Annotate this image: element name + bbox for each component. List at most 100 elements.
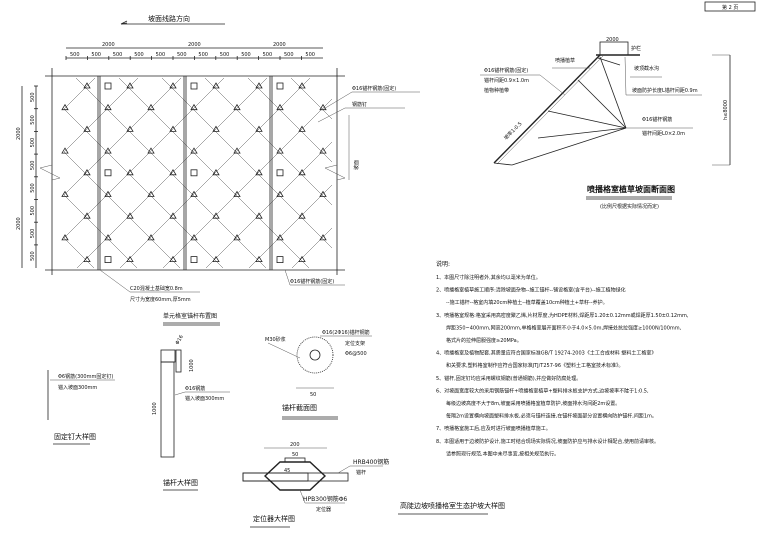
grid-line: [63, 237, 95, 269]
spacer-label-1: HRB400钢筋: [353, 458, 389, 466]
notes: 说明: 1、本图尺寸除注明者外,其余均以毫米为单位。2、喷播格室植草施工顺序:清…: [436, 260, 689, 457]
dim-label: 2000: [16, 217, 22, 230]
notes-heading: 说明:: [436, 260, 450, 268]
anchor-marker-icon: [319, 234, 327, 241]
anchor-plate-icon: [190, 256, 198, 264]
anchor-marker-icon: [255, 82, 263, 89]
anchor-plate-icon: [190, 82, 198, 90]
height-label: h≤8000: [723, 100, 729, 120]
dim-label: 500: [198, 52, 208, 58]
anchor-lines: [511, 56, 627, 166]
direction-label: 坡面线路方向: [148, 14, 190, 23]
callout-8: 锚杆间距L0×2.0m: [642, 130, 685, 137]
dim-label: 500: [305, 52, 315, 58]
anchor-length: 1000: [152, 402, 158, 415]
anchor-marker-icon: [319, 147, 327, 154]
anchor-marker-icon: [233, 147, 241, 154]
callout-foundation: C20混凝土基础宽0.8m: [130, 285, 183, 292]
anchor-marker-icon: [298, 82, 306, 89]
anchor-marker-icon: [298, 125, 306, 132]
anchor-marker-icon: [104, 234, 112, 241]
anchor-label-top: Φ16: [175, 334, 185, 346]
direction-arrow-icon: [120, 20, 128, 25]
fixing-pin-label-1: Φ6钢筋(300mm固定钉): [58, 373, 113, 380]
anchor-label-2: 锚入坡面300mm: [185, 395, 224, 402]
anchor-plate-icon: [104, 256, 112, 264]
callout-5: 坡顶截水沟: [634, 65, 659, 72]
anchor-marker-icon: [212, 125, 220, 132]
anchor-plate-icon: [276, 169, 284, 177]
fixing-pin-detail: Φ6钢筋(300mm固定钉) 锚入坡面300mm 固定钉大样图: [47, 370, 115, 445]
anchor-marker-icon: [126, 255, 134, 263]
anchor-inset-dim: 1000: [189, 359, 195, 372]
anchor-marker-icon: [104, 190, 112, 197]
anchor-plate-icon: [276, 256, 284, 264]
grid-line: [291, 227, 333, 269]
callout-size: 尺寸为宽度60mm,厚5mm: [130, 296, 191, 303]
grid-line: [248, 184, 333, 269]
callout-3: 植物种植带: [484, 87, 509, 94]
callout-7: Φ16锚杆钢筋: [642, 116, 672, 123]
anchor-marker-icon: [61, 147, 69, 154]
spacer-label-4: 定位器: [316, 506, 331, 513]
callouts: Φ16锚杆钢筋(固定) 钢筋钉 坡面 C20混凝土基础宽0.8m 尺寸为宽度60…: [99, 85, 420, 303]
dim-label: 500: [30, 161, 36, 171]
anchor-marker-icon: [233, 103, 241, 111]
dim-label: 2000: [273, 42, 286, 48]
dim-label: 500: [241, 52, 251, 58]
grid-line: [204, 77, 333, 206]
dim-label: 500: [30, 206, 36, 216]
grid-line: [162, 98, 333, 269]
spacer-detail: 200 50 45 HRB400钢筋 锚杆 HPB300钢筋Φ6 定位器 定位器…: [242, 442, 389, 528]
dim-label: 500: [220, 52, 230, 58]
anchor-detail: 单元格室锚杆布置图 Φ16 1000 Φ16钢筋 锚入坡面300mm 1000 …: [152, 312, 230, 491]
dim-label: 500: [70, 52, 80, 58]
sheet-number-box: 第 2 页: [704, 1, 756, 12]
dim-label: 500: [30, 138, 36, 148]
spacer-width: 200: [290, 442, 300, 448]
anchor-marker-icon: [298, 169, 306, 176]
anchor-marker-icon: [276, 190, 284, 197]
top-barrier: [599, 41, 629, 56]
grid-line: [205, 141, 333, 269]
anchor-marker-icon: [147, 103, 155, 111]
dim-label: 500: [156, 52, 166, 58]
callout-anchor: Φ16锚杆钢筋(固定): [352, 85, 396, 92]
anchor-marker-icon: [190, 147, 198, 154]
anchor-marker-icon: [169, 169, 177, 176]
anchor-marker-icon: [319, 103, 327, 111]
anchor-marker-icon: [298, 212, 306, 219]
dim-label: 500: [30, 183, 36, 193]
anchor-marker-icon: [233, 234, 241, 241]
grid-line: [290, 77, 333, 120]
section-label-1: M30砂浆: [265, 336, 286, 343]
dim-label: 500: [30, 92, 36, 102]
anchor-marker-icon: [104, 147, 112, 154]
callout-slope: 坡面: [353, 160, 360, 170]
note-line: 3、喷播格室规格:格室采用高密度聚乙烯,片材厚度,为HDPE材料,焊距厚1.20…: [436, 312, 689, 319]
anchor-section-detail: M30砂浆 Φ16(2Φ16)锚杆钢筋 定位支架 Φ6@500 50 锚杆截面图: [265, 329, 372, 420]
callout-nail: 钢筋钉: [352, 101, 367, 108]
slope-section: 2000 护栏 坡面防护长度L锚杆间距0.9m Φ16锚杆钢筋 锚杆间距L0×2…: [480, 37, 731, 210]
spacer-title: 定位器大样图: [253, 514, 295, 523]
anchor-plate-icon: [190, 169, 198, 177]
section-width: 50: [310, 392, 316, 398]
grid-line: [63, 151, 181, 269]
dim-label: 500: [91, 52, 101, 58]
callout-2: 锚杆间距0.9×1.0m: [484, 77, 529, 84]
anchor-marker-icon: [147, 190, 155, 197]
note-line: 5、锚杆,固定钉均应采用螺纹钢筋(普通钢筋),并应做好防腐处理。: [436, 375, 581, 382]
anchor-title: 锚杆大样图: [163, 478, 198, 487]
grid-lines: [63, 77, 333, 269]
dim-label: 500: [113, 52, 123, 58]
anchor-marker-icon: [319, 190, 327, 197]
grid-line: [63, 77, 96, 110]
anchor-marker-icon: [190, 190, 198, 197]
anchor-marker-icon: [276, 234, 284, 241]
layout-title: 单元格室锚杆布置图: [163, 312, 217, 320]
grid-line: [63, 194, 138, 269]
anchor-marker-icon: [83, 255, 91, 263]
